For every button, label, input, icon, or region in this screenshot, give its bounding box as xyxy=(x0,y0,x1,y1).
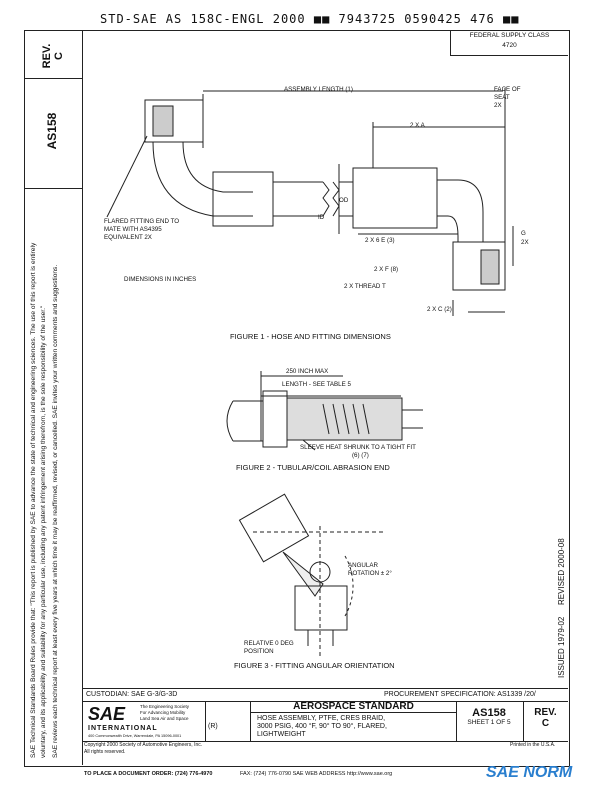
figure-3-caption: FIGURE 3 - FITTING ANGULAR ORIENTATION xyxy=(234,661,395,670)
custodian: CUSTODIAN: SAE G-3/G-3D xyxy=(86,691,178,698)
od-label: OD xyxy=(339,197,349,204)
fitting-nut-right xyxy=(452,241,506,291)
drawing-area xyxy=(106,88,514,656)
notice-line-2: voluntary, and its applicability and sui… xyxy=(40,305,47,758)
flare-hatch-left xyxy=(152,105,174,137)
socket-left xyxy=(212,171,274,227)
socket-right xyxy=(352,167,438,229)
g-two-x-label: 2X xyxy=(521,239,529,246)
sae-logo-block: SAE The Engineering Society For Advancin… xyxy=(82,701,206,741)
page-frame xyxy=(24,30,570,767)
aerospace-standard: AEROSPACE STANDARD xyxy=(251,701,456,713)
doc-id-vertical: AS158 xyxy=(45,112,59,150)
face-of-seat-label: FACE OF xyxy=(494,86,521,93)
max-label: 250 INCH MAX xyxy=(286,368,329,375)
sae-logo: SAE xyxy=(88,704,126,724)
title-block: CUSTODIAN: SAE G-3/G-3D PROCUREMENT SPEC… xyxy=(82,688,568,766)
position-label: POSITION xyxy=(244,648,274,655)
rev-cell: REV. C xyxy=(24,30,82,79)
issued-date: ISSUED 1979-02 xyxy=(557,616,566,678)
length-label: LENGTH - SEE TABLE 5 xyxy=(282,381,351,388)
figure-2-abrasion-end xyxy=(226,371,423,451)
figure-2-caption: FIGURE 2 - TUBULAR/COIL ABRASION END xyxy=(236,463,390,472)
flared-label-1: FLARED FITTING END TO xyxy=(104,218,180,225)
order-phone: TO PLACE A DOCUMENT ORDER: (724) 776-497… xyxy=(84,771,213,777)
doc-number-block: AS158 SHEET 1 OF 5 xyxy=(455,701,524,741)
title-text: AEROSPACE STANDARD HOSE ASSEMBLY, PTFE, … xyxy=(250,701,457,741)
id-label: ID xyxy=(318,214,325,221)
doc-number: AS158 xyxy=(472,707,506,719)
sae-address: 400 Commonwealth Drive, Warrendale, PA 1… xyxy=(88,734,182,738)
title-line-2: 3000 PSIG, 400 °F, 90° TO 90°, FLARED, xyxy=(257,723,387,730)
socket-fig2 xyxy=(262,390,288,448)
fitting-top xyxy=(238,493,310,563)
dimensions-note: DIMENSIONS IN INCHES xyxy=(124,276,197,283)
flare-hatch-right xyxy=(480,249,500,285)
two-x-a-label: 2 X A xyxy=(410,122,425,129)
rev-label: REV. xyxy=(41,43,53,69)
figure-1-caption: FIGURE 1 - HOSE AND FITTING DIMENSIONS xyxy=(230,332,391,341)
fax-web: FAX: (724) 776-0790 SAE WEB ADDRESS http… xyxy=(240,771,393,777)
notice-line-3: SAE reviews each technical report at lea… xyxy=(52,264,59,758)
flared-label-2: MATE WITH AS4395 xyxy=(104,226,162,233)
federal-supply-class: FEDERAL SUPPLY CLASS 4720 xyxy=(450,31,568,56)
g-label: G xyxy=(521,230,526,237)
figure-3-angular-orientation xyxy=(238,493,383,656)
two-x-label: 2X xyxy=(494,102,502,109)
figure-1-hose-and-fitting xyxy=(106,88,514,316)
rotation-label: ROTATION ± 2° xyxy=(348,570,392,577)
seat-label: SEAT xyxy=(494,94,510,101)
docid-cell: AS158 xyxy=(24,78,82,189)
two-x-f-label: 2 X F (8) xyxy=(374,266,399,273)
title-line-1: HOSE ASSEMBLY, PTFE, CRES BRAID, xyxy=(257,715,386,722)
flared-label-3: EQUIVALENT 2X xyxy=(104,234,152,241)
thread-label: 2 X THREAD T xyxy=(344,283,386,290)
rev-block: REV. C xyxy=(534,707,557,729)
revised-date: REVISED 2000-08 xyxy=(557,538,566,605)
title-line-3: LIGHTWEIGHT xyxy=(257,731,306,738)
relative-label: RELATIVE 0 DEG xyxy=(244,640,294,647)
sheet-number: SHEET 1 OF 5 xyxy=(467,719,511,726)
sae-international: INTERNATIONAL xyxy=(88,725,158,732)
two-x-e-label: 2 X 6 E (3) xyxy=(365,237,395,244)
sleeve-note: (6) (7) xyxy=(352,452,369,459)
assembly-length-label: ASSEMBLY LENGTH (1) xyxy=(284,86,353,93)
notice-line-1: SAE Technical Standards Board Rules prov… xyxy=(30,242,37,758)
rev-value: C xyxy=(53,52,65,60)
sae-norm-watermark: SAE NORM xyxy=(486,764,573,781)
angular-label: ANGULAR xyxy=(348,562,378,569)
fitting-bottom xyxy=(294,585,348,631)
rights-reserved: All rights reserved. xyxy=(84,749,126,755)
sleeve-label: SLEEVE HEAT SHRUNK TO A TIGHT FIT xyxy=(300,444,416,451)
printed-in-usa: Printed in the U.S.A. xyxy=(510,742,556,748)
left-column: REV. C AS158 SAE Technical Standards Boa… xyxy=(24,30,83,765)
two-x-c-label: 2 X C (2) xyxy=(427,306,452,313)
scan-header: STD-SAE AS 158C-ENGL 2000 ■■ 7943725 059… xyxy=(100,12,520,26)
copyright: Copyright 2000 Society of Automotive Eng… xyxy=(84,742,203,748)
sleeve-coil xyxy=(286,397,403,441)
procurement-spec: PROCUREMENT SPECIFICATION: AS1339 /20/ xyxy=(384,691,536,698)
hose-end-break xyxy=(226,400,234,442)
revision-marker: (R) xyxy=(208,723,218,730)
